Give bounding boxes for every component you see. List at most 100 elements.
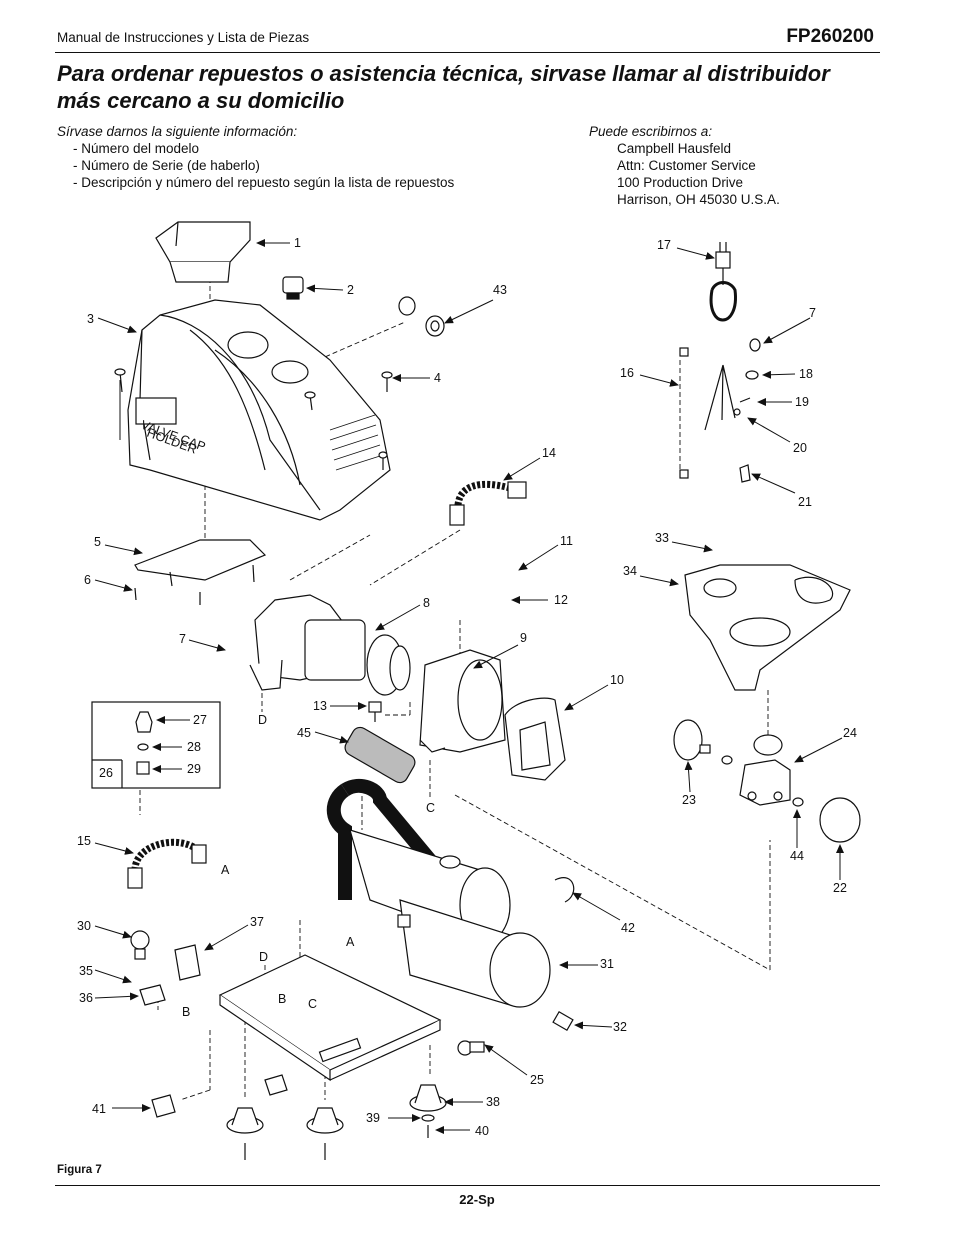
part-number: 12 [554, 593, 568, 607]
part-number: 26 [99, 766, 113, 780]
safety-valve-part [457, 1040, 485, 1056]
part-number: 25 [530, 1073, 544, 1087]
model-number: FP260200 [786, 26, 874, 47]
part-number: 5 [94, 535, 101, 549]
valve-cap-holder-part [155, 221, 251, 283]
part-number: 1 [294, 236, 301, 250]
contact-address: Puede escribirnos a: Campbell Hausfeld A… [589, 123, 780, 208]
part-number: 36 [79, 991, 93, 1005]
part-number: 7 [179, 632, 186, 646]
inset-box [91, 701, 221, 789]
foot-bracket-part [151, 1074, 288, 1118]
part-number: 16 [620, 366, 634, 380]
part-number: 39 [366, 1111, 380, 1125]
part-number: 19 [795, 395, 809, 409]
part-number: 11 [560, 534, 573, 548]
ref-letter: A [221, 863, 230, 877]
contact-line: 100 Production Drive [617, 175, 744, 190]
part-number: 21 [798, 495, 812, 509]
fitting-part [130, 930, 150, 960]
manual-title: Manual de Instrucciones y Lista de Pieza… [57, 30, 310, 45]
part-number: 27 [193, 713, 207, 727]
part-number: 32 [613, 1020, 627, 1034]
headline: Para ordenar repuestos o asistencia técn… [57, 60, 887, 114]
part-number: 2 [347, 283, 354, 297]
part-number: 18 [799, 367, 813, 381]
page-number: 22-Sp [459, 1192, 495, 1207]
manifold-part [739, 734, 791, 806]
part-number: 4 [434, 371, 441, 385]
contact-intro: Puede escribirnos a: [589, 124, 713, 139]
part-number: 45 [297, 726, 311, 740]
ref-letter: B [278, 992, 286, 1006]
hose-part [127, 838, 207, 889]
part-number: 15 [77, 834, 91, 848]
reference-letters: D C A B D B C A [182, 713, 435, 1019]
part-number: 42 [621, 921, 635, 935]
filter-part [344, 726, 416, 784]
wire-part [679, 347, 689, 479]
part-number: 23 [682, 793, 696, 807]
contact-line: Campbell Hausfeld [617, 141, 732, 156]
part-number: 33 [655, 531, 669, 545]
part-number: 38 [486, 1095, 500, 1109]
part-number: 41 [92, 1102, 106, 1116]
part-number: 7 [809, 306, 816, 320]
part-number: 31 [600, 957, 614, 971]
part-number: 13 [313, 699, 327, 713]
fan-cover-part [419, 649, 506, 753]
headline-line-1: Para ordenar repuestos o asistencia técn… [57, 61, 830, 86]
part-number: 22 [833, 881, 847, 895]
bushing-part [398, 296, 445, 337]
rubber-foot-part [226, 1084, 447, 1160]
part-number: 20 [793, 441, 807, 455]
info-request: Sírvase darnos la siguiente información:… [57, 123, 454, 191]
screw-part [114, 368, 393, 470]
info-item: - Descripción y número del repuesto segú… [73, 175, 455, 190]
part-number: 8 [423, 596, 430, 610]
header-rule [55, 52, 880, 53]
ref-letter: D [259, 950, 268, 964]
part-number: 29 [187, 762, 201, 776]
drain-valve-part [552, 1010, 574, 1032]
part-number: 37 [250, 915, 264, 929]
info-intro: Sírvase darnos la siguiente información: [57, 124, 298, 139]
small-hardware-part [733, 338, 761, 483]
shroud-part [119, 299, 391, 521]
leader-arrows [94, 239, 844, 1134]
footer-rule [55, 1185, 880, 1186]
part-number: 44 [790, 849, 804, 863]
console-part [684, 564, 851, 691]
clip-part [554, 877, 575, 903]
part-number: 14 [542, 446, 556, 460]
info-item: - Número del modelo [73, 141, 200, 156]
part-number: 35 [79, 964, 93, 978]
hose-part [449, 480, 527, 526]
ref-letter: D [258, 713, 267, 727]
part-number-labels: 1 2 3 4 5 6 7 8 9 10 11 12 13 14 15 16 1… [77, 236, 857, 1138]
ref-letter: A [346, 935, 355, 949]
contact-line: Harrison, OH 45030 U.S.A. [617, 192, 780, 207]
motor-pump-part [249, 594, 411, 696]
part-number: 3 [87, 312, 94, 326]
fan-shroud-part [504, 697, 566, 781]
clamp-part [174, 944, 201, 981]
part-number: 24 [843, 726, 857, 740]
bracket-part [134, 539, 267, 605]
ref-letter: B [182, 1005, 190, 1019]
part-number: 10 [610, 673, 624, 687]
ref-letter: C [426, 801, 435, 815]
part-number: 28 [187, 740, 201, 754]
power-cord-part [704, 242, 737, 431]
part-number: 34 [623, 564, 637, 578]
switch-part [282, 276, 304, 300]
tank-assembly-part [326, 778, 551, 1008]
plate-part [139, 984, 166, 1006]
contact-line: Attn: Customer Service [617, 158, 756, 173]
figure-label: Figura 7 [57, 1164, 102, 1176]
part-number: 43 [493, 283, 507, 297]
part-number: 17 [657, 238, 671, 252]
base-plate-part [218, 954, 442, 1082]
screw-part [368, 701, 382, 722]
